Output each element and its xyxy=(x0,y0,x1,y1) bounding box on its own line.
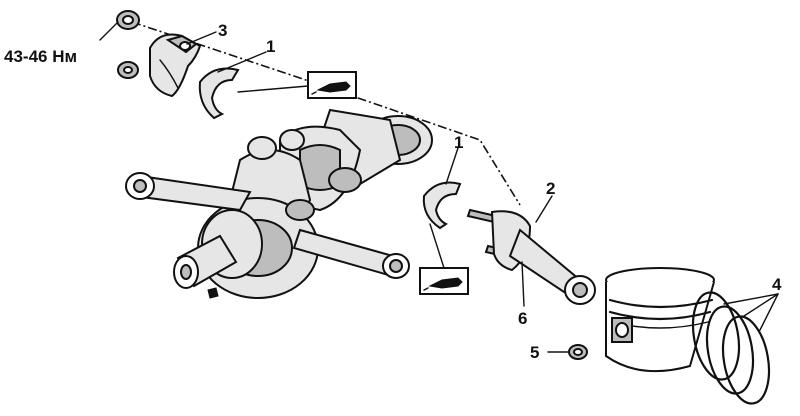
leader-oil-top xyxy=(237,85,309,93)
callout-1-middle: 1 xyxy=(454,133,463,152)
connecting-rod xyxy=(466,208,596,305)
leader-4-c xyxy=(759,293,779,331)
callout-3: 3 xyxy=(218,21,227,40)
piston-rings xyxy=(691,291,771,405)
connecting-rod-cap xyxy=(149,33,202,98)
callout-5: 5 xyxy=(530,343,539,362)
left-connecting-rod xyxy=(125,172,252,212)
callout-6: 6 xyxy=(518,309,527,328)
oil-can-icon xyxy=(419,267,469,295)
piston-pin-circlip xyxy=(568,344,588,360)
leader-1-mid xyxy=(445,147,459,185)
leader-1-top xyxy=(217,51,267,73)
bottom-nut xyxy=(117,61,139,79)
oil-can-icon xyxy=(307,71,357,99)
crankshaft xyxy=(173,108,433,299)
leader-torque xyxy=(99,21,119,41)
leader-6 xyxy=(521,261,525,307)
piston xyxy=(605,267,715,373)
leader-3 xyxy=(186,31,217,45)
leader-4-a xyxy=(723,293,779,305)
leader-2 xyxy=(535,195,553,223)
rear-connecting-rod xyxy=(292,228,410,279)
torque-spec-label: 43-46 Нм xyxy=(4,47,77,66)
leader-oil-bottom xyxy=(429,223,445,269)
top-nut xyxy=(116,10,140,30)
callout-1-top: 1 xyxy=(266,37,275,56)
callout-2: 2 xyxy=(546,179,555,198)
callout-4: 4 xyxy=(772,275,782,294)
upper-bearing-shell xyxy=(198,67,240,120)
assembly-axis-line xyxy=(131,21,521,206)
woodruff-key xyxy=(207,287,219,299)
leader-4-b xyxy=(743,293,779,317)
lower-bearing-shell xyxy=(422,181,462,230)
